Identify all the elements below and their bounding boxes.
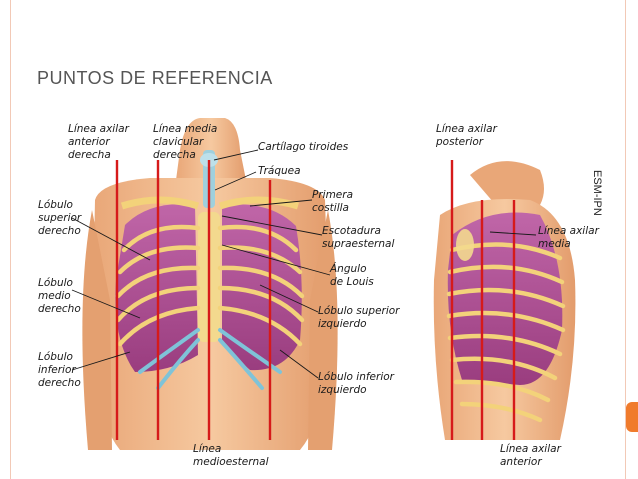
slide-accent-tab bbox=[626, 402, 638, 432]
label-lobulo-inferior-izquierdo: Lóbulo inferior izquierdo bbox=[318, 371, 397, 396]
label-axilar-posterior: Línea axilar posterior bbox=[435, 123, 500, 148]
label-traquea: Tráquea bbox=[258, 165, 301, 177]
label-axilar-anterior: Línea axilar anterior bbox=[500, 443, 564, 468]
label-media-clavicular-derecha: Línea media clavicular derecha bbox=[153, 123, 221, 161]
frame-line-right bbox=[625, 0, 626, 479]
side-torso-figure bbox=[433, 161, 576, 440]
label-primera-costilla: Primera costilla bbox=[312, 189, 356, 214]
label-cartilago-tiroides: Cartílago tiroides bbox=[258, 141, 349, 153]
label-axilar-anterior-derecha: Línea axilar anterior derecha bbox=[68, 123, 132, 161]
label-lobulo-medio-derecho: Lóbulo medio derecho bbox=[38, 277, 81, 315]
label-lobulo-superior-derecho: Lóbulo superior derecho bbox=[38, 199, 85, 237]
label-lobulo-inferior-derecho: Lóbulo inferior derecho bbox=[38, 351, 81, 389]
label-axilar-media: Línea axilar media bbox=[538, 225, 602, 250]
label-lobulo-superior-izquierdo: Lóbulo superior izquierdo bbox=[318, 305, 403, 330]
frame-line-left bbox=[10, 0, 11, 479]
leader-lines bbox=[71, 149, 537, 379]
slide-title: Puntos de referencia bbox=[37, 68, 273, 88]
label-escotadura-supraesternal: Escotadura supraesternal bbox=[322, 225, 394, 250]
label-linea-medioesternal: Línea medioesternal bbox=[193, 443, 269, 468]
watermark: ESM-IPN bbox=[591, 170, 603, 216]
reference-lines bbox=[115, 160, 516, 440]
label-angulo-de-louis: Ángulo de Louis bbox=[329, 262, 374, 288]
